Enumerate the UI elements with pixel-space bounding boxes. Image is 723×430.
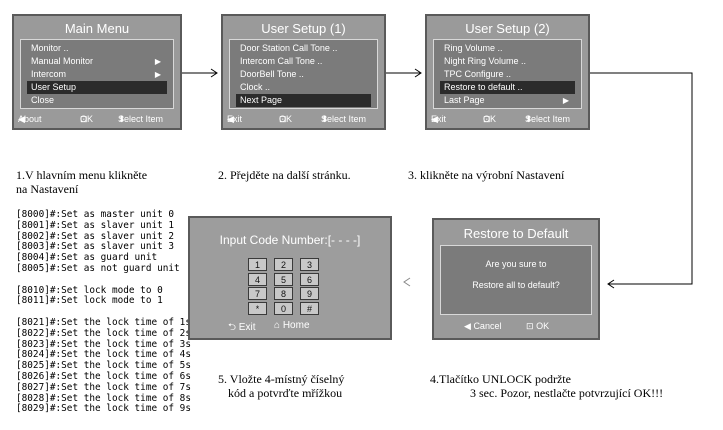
menu-item-ring-volume[interactable]: Ring Volume .. (444, 43, 503, 53)
caption-step-1: 1.V hlavním menu klikněte na Nastavení (16, 168, 148, 196)
keypad-key[interactable]: 5 (274, 272, 293, 286)
code-line: [8002]#:Set as slaver unit 2 (16, 230, 175, 242)
ok-key-icon: ⊡ (526, 321, 534, 331)
code-line: [8011]#:Set lock mode to 1 (16, 295, 163, 307)
confirm-line-2: Restore all to default? (472, 280, 560, 290)
home-button[interactable]: ⌂ Home (274, 320, 310, 331)
left-arrow-icon: ◀ (464, 321, 471, 331)
menu-item-intercom[interactable]: Intercom▶ (31, 69, 161, 79)
arrow-right-icon: ▶ (154, 70, 161, 79)
keypad-key[interactable]: 6 (300, 272, 319, 286)
screen-footer: ◀ Exit ⊡ OK ⬍Select Item (431, 114, 571, 124)
home-icon: ⌂ (274, 320, 281, 331)
menu-item-last-page[interactable]: Last Page▶ (444, 95, 569, 105)
ok-key-icon: ⊡ (279, 114, 287, 124)
menu-item-intercom-call-tone[interactable]: Intercom Call Tone .. (240, 56, 323, 66)
user-setup-1-screen: User Setup (1) Door Station Call Tone ..… (221, 14, 386, 130)
ok-key-icon: ⊡ (483, 114, 491, 124)
menu-item-next-page[interactable]: Next Page (236, 94, 371, 107)
code-line: [8021]#:Set the lock time of 1s (16, 316, 191, 328)
ok-key-icon: ⊡ (80, 114, 88, 124)
keypad-key[interactable]: 3 (300, 258, 319, 271)
arrow-right-icon: ▶ (562, 96, 569, 105)
caption-step-4: 4.Tlačítko UNLOCK podržte 3 sec. Pozor, … (430, 372, 664, 400)
menu-item-doorbell-tone[interactable]: DoorBell Tone .. (240, 69, 304, 79)
up-down-arrow-icon: ⬍ (321, 114, 329, 124)
screen-title: User Setup (2) (465, 21, 550, 36)
menu-item-night-ring-volume[interactable]: Night Ring Volume .. (444, 56, 527, 66)
code-line: [8001]#:Set as slaver unit 1 (16, 219, 175, 231)
menu-item-clock[interactable]: Clock .. (240, 82, 271, 92)
menu-item-tpc-configure[interactable]: TPC Configure .. (444, 69, 512, 79)
keypad-key[interactable]: # (300, 301, 319, 315)
menu-item-user-setup[interactable]: User Setup (27, 81, 167, 94)
code-line: [8000]#:Set as master unit 0 (16, 209, 175, 220)
code-line: [8026]#:Set the lock time of 6s (16, 370, 191, 382)
menu-panel: Ring Volume .. Night Ring Volume .. TPC … (433, 39, 582, 109)
code-line: [8003]#:Set as slaver unit 3 (16, 241, 175, 253)
menu-item-restore-to-default[interactable]: Restore to default .. (440, 81, 575, 94)
keypad-key[interactable]: 9 (300, 287, 319, 300)
ok-button[interactable]: ⊡ OK (526, 321, 550, 331)
code-spacer (16, 275, 191, 286)
code-line: [8028]#:Set the lock time of 8s (16, 392, 191, 404)
keypad-key[interactable]: * (248, 301, 267, 315)
keypad-key[interactable]: 0 (274, 301, 293, 315)
menu-panel: Door Station Call Tone .. Intercom Call … (229, 39, 378, 109)
code-list: [8000]#:Set as master unit 0[8001]#:Set … (16, 209, 191, 415)
code-line: [8010]#:Set lock mode to 0 (16, 284, 163, 296)
restore-default-screen: Restore to Default Are you sure to Resto… (432, 218, 600, 340)
caption-step-3: 3. klikněte na výrobní Nastavení (408, 168, 565, 182)
caption-step-5: 5. Vložte 4-místný číselný kód a potvrďt… (218, 372, 345, 400)
menu-item-monitor[interactable]: Monitor .. (31, 43, 69, 53)
code-line: [8005]#:Set as not guard unit (16, 262, 180, 274)
caption-step-2: 2. Přejděte na další stránku. (218, 168, 351, 182)
undo-arrow-icon: ⮌ (228, 322, 237, 333)
code-line: [8023]#:Set the lock time of 3s (16, 338, 191, 350)
up-down-arrow-icon: ⬍ (118, 114, 126, 124)
confirm-line-1: Are you sure to (485, 259, 547, 269)
exit-button[interactable]: ⮌ Exit (228, 322, 256, 333)
arrow-4-to-5 (403, 277, 411, 287)
screen-footer: ◀ About ⊡ OK ⬍Select Item (18, 114, 164, 124)
menu-item-manual-monitor[interactable]: Manual Monitor▶ (31, 56, 161, 66)
input-code-title: Input Code Number:[- - - -] (219, 233, 361, 247)
code-line: [8025]#:Set the lock time of 5s (16, 360, 191, 372)
arrow-3-to-4 (590, 72, 693, 285)
code-line: [8029]#:Set the lock time of 9s (16, 403, 191, 415)
keypad-key[interactable]: 2 (274, 258, 293, 271)
code-line: [8004]#:Set as guard unit (16, 252, 158, 264)
left-arrow-icon: ◀ (431, 114, 438, 124)
restore-title: Restore to Default (463, 226, 569, 241)
user-setup-2-screen: User Setup (2) Ring Volume .. Night Ring… (425, 14, 590, 130)
left-arrow-icon: ◀ (227, 114, 234, 124)
keypad-key[interactable]: 8 (274, 287, 293, 300)
screen-title: Main Menu (64, 21, 130, 36)
menu-panel: Monitor .. Manual Monitor▶ Intercom▶ Use… (20, 39, 174, 109)
confirm-panel: Are you sure to Restore all to default? (440, 245, 592, 315)
keypad-key[interactable]: 4 (248, 272, 267, 286)
keypad-key[interactable]: 1 (248, 258, 267, 271)
code-line: [8024]#:Set the lock time of 4s (16, 349, 191, 361)
keypad-key[interactable]: 7 (248, 287, 267, 300)
menu-item-close[interactable]: Close (31, 95, 55, 105)
code-line: [8027]#:Set the lock time of 7s (16, 381, 191, 393)
screen-footer: ◀ Exit ⊡ OK ⬍Select Item (227, 114, 367, 124)
left-arrow-icon: ◀ (18, 114, 25, 124)
code-line: [8022]#:Set the lock time of 2s (16, 327, 191, 339)
cancel-button[interactable]: ◀ Cancel (464, 321, 502, 331)
main-menu-screen: Main Menu Monitor .. Manual Monitor▶ Int… (12, 14, 182, 130)
menu-item-door-station-call-tone[interactable]: Door Station Call Tone .. (240, 43, 338, 53)
arrow-right-icon: ▶ (154, 57, 161, 66)
screen-title: User Setup (1) (261, 21, 346, 36)
up-down-arrow-icon: ⬍ (525, 114, 533, 124)
